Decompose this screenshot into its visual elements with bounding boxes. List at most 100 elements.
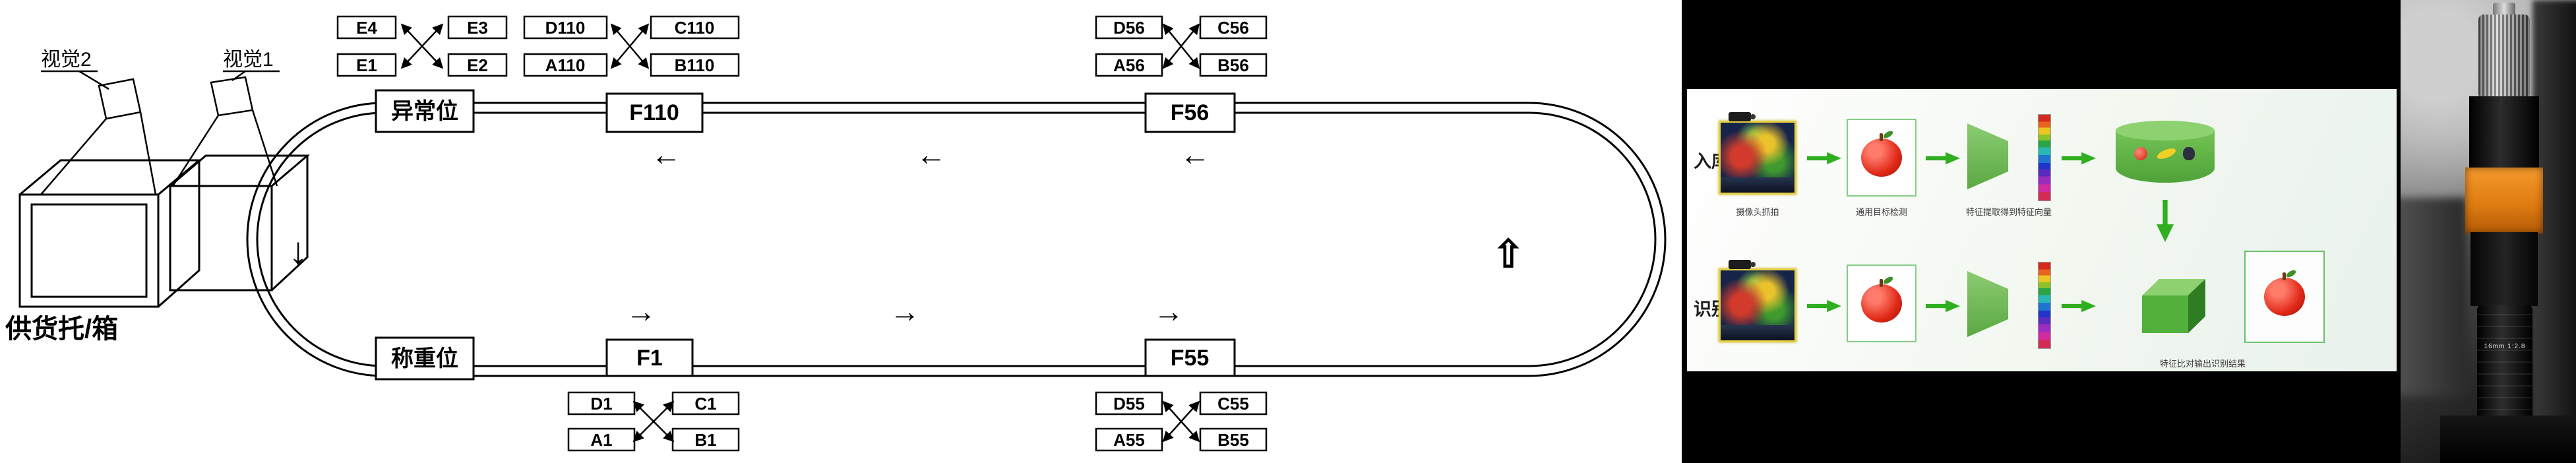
cell-c1: C1 [694,394,716,414]
machine-base [2440,416,2576,463]
apple-image [2264,272,2305,316]
capture-monitor-1 [1719,112,1796,195]
comparison-cube [2142,279,2208,333]
caption-compare: 特征比对输出识别结果 [2159,359,2246,369]
cell-b110: B110 [675,55,715,75]
grape-icon [2183,147,2195,160]
cluster-55-cross-arrows [1162,400,1200,443]
cell-d110: D110 [545,18,586,38]
encoder-trapezoid-1 [1967,123,2008,189]
station-f110-label: F110 [629,100,679,125]
slide-panel: 入库 摄像头抓拍 通用目标检测 特征提取得到特征向量 [1682,0,2401,463]
conveyor-diagram-panel: 视觉2 视觉1 供货托/箱 异常位 F110 F56 [5,15,1667,452]
cell-e1: E1 [356,55,377,75]
right-arrow-icon: → [890,294,920,328]
apple-image [1861,279,1902,323]
station-abnormal-label: 异常位 [391,99,458,124]
cluster-e: E4 E3 E1 E2 [336,15,508,77]
camera-mount-bracket [2469,96,2539,169]
cell-b1: B1 [694,430,716,450]
green-down-arrow-icon [2157,200,2174,242]
cell-a55: A55 [1113,430,1145,450]
camera-knurled-cylinder [2478,15,2530,99]
caption-feature: 特征提取得到特征向量 [1965,207,2052,217]
camera-lens [2477,305,2532,422]
cell-d1: D1 [590,394,612,414]
left-arrow-icon: ← [1180,137,1210,171]
camera-icon [1729,260,1756,269]
cell-a110: A110 [545,55,586,75]
apple-image [1861,133,1902,177]
detected-apple-box-2 [1847,264,1917,342]
cell-b55: B55 [1217,430,1249,450]
background-machinery [2401,198,2467,396]
camera-body [2470,232,2538,306]
feature-vector-bar-1 [2038,114,2051,201]
up-arrow-icon: ⇧ [1492,233,1525,276]
cluster-1-cross-arrows [632,400,675,443]
cluster-e-cross-arrows [400,23,444,69]
camera-icon [1729,112,1756,121]
supply-label: 供货托/箱 [5,315,118,344]
station-f55-label: F55 [1171,346,1210,371]
cell-e4: E4 [356,18,377,38]
flow-arrows: ← ← ← → → → ↓ ⇧ [289,137,1525,328]
cluster-110: D110 C110 A110 B110 [523,15,740,77]
right-arrow-icon: → [626,294,656,328]
station-f55: F55 [1144,338,1236,377]
caption-capture: 摄像头抓拍 [1736,207,1779,217]
detected-apple-box-1 [1847,119,1917,197]
vision-camera-2 [40,78,157,195]
cluster-55: D55 C55 A55 B55 [1095,391,1268,452]
monitor-deck [1721,177,1794,193]
camera-top-screw [2493,3,2515,17]
cluster-1: D1 C1 A1 B1 [567,391,740,452]
cell-b56: B56 [1217,55,1249,75]
cluster-110-cross-arrows [610,23,650,69]
left-arrow-icon: ← [916,137,946,171]
conveyor-diagram: 视觉2 视觉1 供货托/箱 异常位 F110 F56 [5,15,1667,452]
right-arrow-icon: → [1153,294,1184,328]
recognition-result-box [2244,251,2325,343]
green-right-arrow-icon [2062,299,2096,313]
station-f56: F56 [1144,92,1236,133]
cell-c110: C110 [675,18,715,38]
cell-e3: E3 [467,18,488,38]
left-arrow-icon: ← [651,137,681,171]
station-f56-label: F56 [1171,100,1210,125]
station-f110: F110 [605,92,704,133]
station-weigh-label: 称重位 [391,346,458,371]
cell-a56: A56 [1113,55,1145,75]
caption-detection: 通用目标检测 [1855,207,1907,217]
lens-marking-text: 16mm 1:2.8 [2484,343,2526,350]
vision1-label: 视觉1 [223,49,274,71]
camera-photo-panel: 16mm 1:2.8 [2401,0,2576,463]
station-f1-label: F1 [636,346,663,371]
station-abnormal: 异常位 [375,89,475,133]
pipeline-slide: 入库 摄像头抓拍 通用目标检测 特征提取得到特征向量 [1687,89,2397,371]
encoder-trapezoid-2 [1967,271,2008,337]
orange-camera-block [2465,168,2543,233]
cell-a1: A1 [590,430,612,450]
green-right-arrow-icon [1926,152,1960,165]
feature-vector-bar-2 [2038,262,2051,349]
cell-c56: C56 [1217,18,1249,38]
vision2-label: 视觉2 [41,49,92,71]
fruit-screen [1721,123,1794,177]
station-weigh: 称重位 [375,336,475,381]
station-f1: F1 [605,338,694,377]
cell-c55: C55 [1217,394,1249,414]
cell-e2: E2 [467,55,488,75]
apple-icon [2134,147,2147,160]
cluster-56-cross-arrows [1162,23,1200,69]
feature-database-cylinder [2116,121,2215,192]
cylinder-top [2116,121,2215,140]
green-right-arrow-icon [1926,299,1960,313]
cell-d56: D56 [1113,18,1145,38]
conveyor-loop-track [246,102,1667,377]
cluster-56: D56 C56 A56 B56 [1095,15,1268,77]
monitor-deck [1721,324,1794,340]
green-right-arrow-icon [1807,299,1841,313]
fruit-screen [1721,270,1794,325]
